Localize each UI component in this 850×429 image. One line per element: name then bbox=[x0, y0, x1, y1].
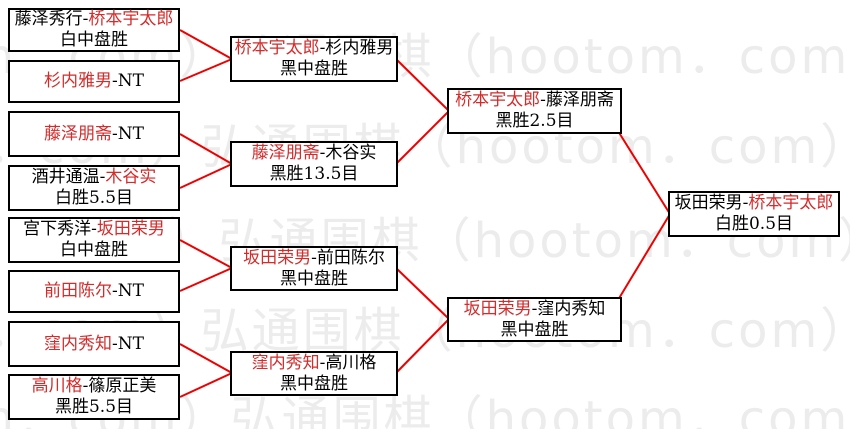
match-box-sf-2: 坂田荣男-窪内秀知 黑中盘胜 bbox=[447, 297, 622, 342]
match-players: 藤泽秀行-桥本宇太郎 bbox=[15, 9, 174, 30]
match-box-r1-4: 酒井通温-木谷实 白胜5.5目 bbox=[8, 165, 180, 211]
match-box-r1-5: 宫下秀洋-坂田荣男 白中盘胜 bbox=[8, 217, 180, 263]
match-players: 桥本宇太郎-藤泽朋斋 bbox=[455, 90, 614, 111]
winner-name: 藤泽朋斋 bbox=[44, 123, 113, 144]
match-players: 杉内雅男-NT bbox=[44, 71, 144, 92]
player-name: -藤泽朋斋 bbox=[540, 90, 614, 110]
winner-name: 坂田荣男 bbox=[243, 247, 312, 268]
match-result: 黑中盘胜 bbox=[280, 373, 348, 394]
match-result: 黑胜13.5目 bbox=[269, 164, 359, 184]
match-players: 坂田荣男-窪内秀知 bbox=[464, 299, 606, 320]
match-result: 黑中盘胜 bbox=[500, 319, 569, 340]
match-players: 窪内秀知-高川格 bbox=[252, 353, 377, 374]
winner-name: 高川格 bbox=[31, 376, 83, 396]
match-players: 坂田荣男-桥本宇太郎 bbox=[675, 193, 834, 214]
match-box-r1-1: 藤泽秀行-桥本宇太郎 白中盘胜 bbox=[8, 8, 180, 52]
connector-line bbox=[179, 58, 233, 82]
player-name: -篠原正美 bbox=[82, 376, 157, 396]
winner-name: 桥本宇太郎 bbox=[455, 90, 541, 110]
match-box-sf-1: 桥本宇太郎-藤泽朋斋 黑胜2.5目 bbox=[447, 88, 622, 134]
match-box-r1-8: 高川格-篠原正美 黑胜5.5目 bbox=[8, 374, 180, 420]
match-players: 酒井通温-木谷实 bbox=[32, 167, 157, 188]
player-name: -NT bbox=[112, 333, 144, 354]
winner-name: 坂田荣男 bbox=[463, 298, 532, 319]
connector-line bbox=[179, 29, 233, 60]
player-name: -木谷实 bbox=[319, 143, 377, 163]
match-box-final: 坂田荣男-桥本宇太郎 白胜0.5目 bbox=[668, 191, 840, 237]
match-box-r1-3: 藤泽朋斋-NT bbox=[8, 111, 180, 157]
player-name: -NT bbox=[112, 123, 144, 144]
winner-name: 桥本宇太郎 bbox=[88, 9, 174, 29]
connector-line bbox=[617, 213, 671, 301]
match-players: 窪内秀知-NT bbox=[44, 334, 144, 355]
match-result: 白胜0.5目 bbox=[714, 214, 794, 234]
player-name: -窪内秀知 bbox=[531, 298, 606, 319]
match-result: 黑中盘胜 bbox=[280, 268, 348, 289]
player-name: 坂田荣男- bbox=[674, 193, 749, 213]
connector-line bbox=[179, 133, 233, 165]
match-result: 黑胜5.5目 bbox=[54, 397, 134, 417]
winner-name: 木谷实 bbox=[105, 167, 157, 187]
match-players: 藤泽朋斋-NT bbox=[44, 124, 144, 145]
connector-line bbox=[395, 267, 450, 320]
winner-name: 坂田荣男 bbox=[96, 219, 165, 239]
match-result: 黑胜2.5目 bbox=[495, 111, 574, 131]
player-name: -前田陈尔 bbox=[311, 247, 385, 268]
match-players: 宫下秀洋-坂田荣男 bbox=[23, 219, 165, 240]
match-result: 白中盘胜 bbox=[60, 30, 128, 50]
connector-line bbox=[617, 130, 671, 215]
match-box-r2-4: 窪内秀知-高川格 黑中盘胜 bbox=[230, 351, 398, 396]
match-box-r1-7: 窪内秀知-NT bbox=[8, 321, 180, 367]
match-result: 黑中盘胜 bbox=[280, 59, 348, 79]
match-box-r1-2: 杉内雅男-NT bbox=[8, 60, 180, 103]
connector-line bbox=[395, 110, 450, 165]
match-box-r1-6: 前田陈尔-NT bbox=[8, 270, 180, 313]
winner-name: 桥本宇太郎 bbox=[234, 38, 320, 58]
winner-name: 窪内秀知 bbox=[44, 333, 113, 354]
winner-name: 杉内雅男 bbox=[44, 71, 113, 91]
connector-line bbox=[179, 239, 233, 269]
connector-line bbox=[179, 343, 233, 374]
connector-line bbox=[179, 163, 233, 189]
player-name: 酒井通温- bbox=[31, 167, 106, 187]
player-name: 宫下秀洋- bbox=[23, 219, 97, 239]
match-box-r2-1: 桥本宇太郎-杉内雅男 黑中盘胜 bbox=[230, 36, 398, 82]
winner-name: 窪内秀知 bbox=[251, 352, 320, 373]
winner-name: 前田陈尔 bbox=[44, 281, 113, 301]
winner-name: 藤泽朋斋 bbox=[251, 143, 320, 163]
player-name: -NT bbox=[112, 71, 144, 91]
connector-line bbox=[395, 58, 450, 112]
match-players: 藤泽朋斋-木谷实 bbox=[252, 143, 377, 164]
match-result: 白胜5.5目 bbox=[54, 188, 134, 208]
match-result: 白中盘胜 bbox=[60, 240, 128, 260]
match-players: 高川格-篠原正美 bbox=[32, 376, 157, 397]
player-name: -NT bbox=[112, 281, 144, 301]
player-name: 藤泽秀行- bbox=[14, 9, 89, 29]
player-name: -杉内雅男 bbox=[319, 38, 394, 58]
match-players: 桥本宇太郎-杉内雅男 bbox=[235, 38, 394, 59]
connector-line bbox=[179, 372, 233, 398]
match-players: 坂田荣男-前田陈尔 bbox=[243, 248, 385, 269]
connector-line bbox=[179, 267, 233, 292]
winner-name: 桥本宇太郎 bbox=[748, 193, 834, 213]
match-box-r2-2: 藤泽朋斋-木谷实 黑胜13.5目 bbox=[230, 141, 398, 187]
match-players: 前田陈尔-NT bbox=[44, 281, 144, 302]
connector-line bbox=[395, 318, 450, 374]
match-box-r2-3: 坂田荣男-前田陈尔 黑中盘胜 bbox=[230, 246, 398, 291]
player-name: -高川格 bbox=[319, 352, 377, 373]
